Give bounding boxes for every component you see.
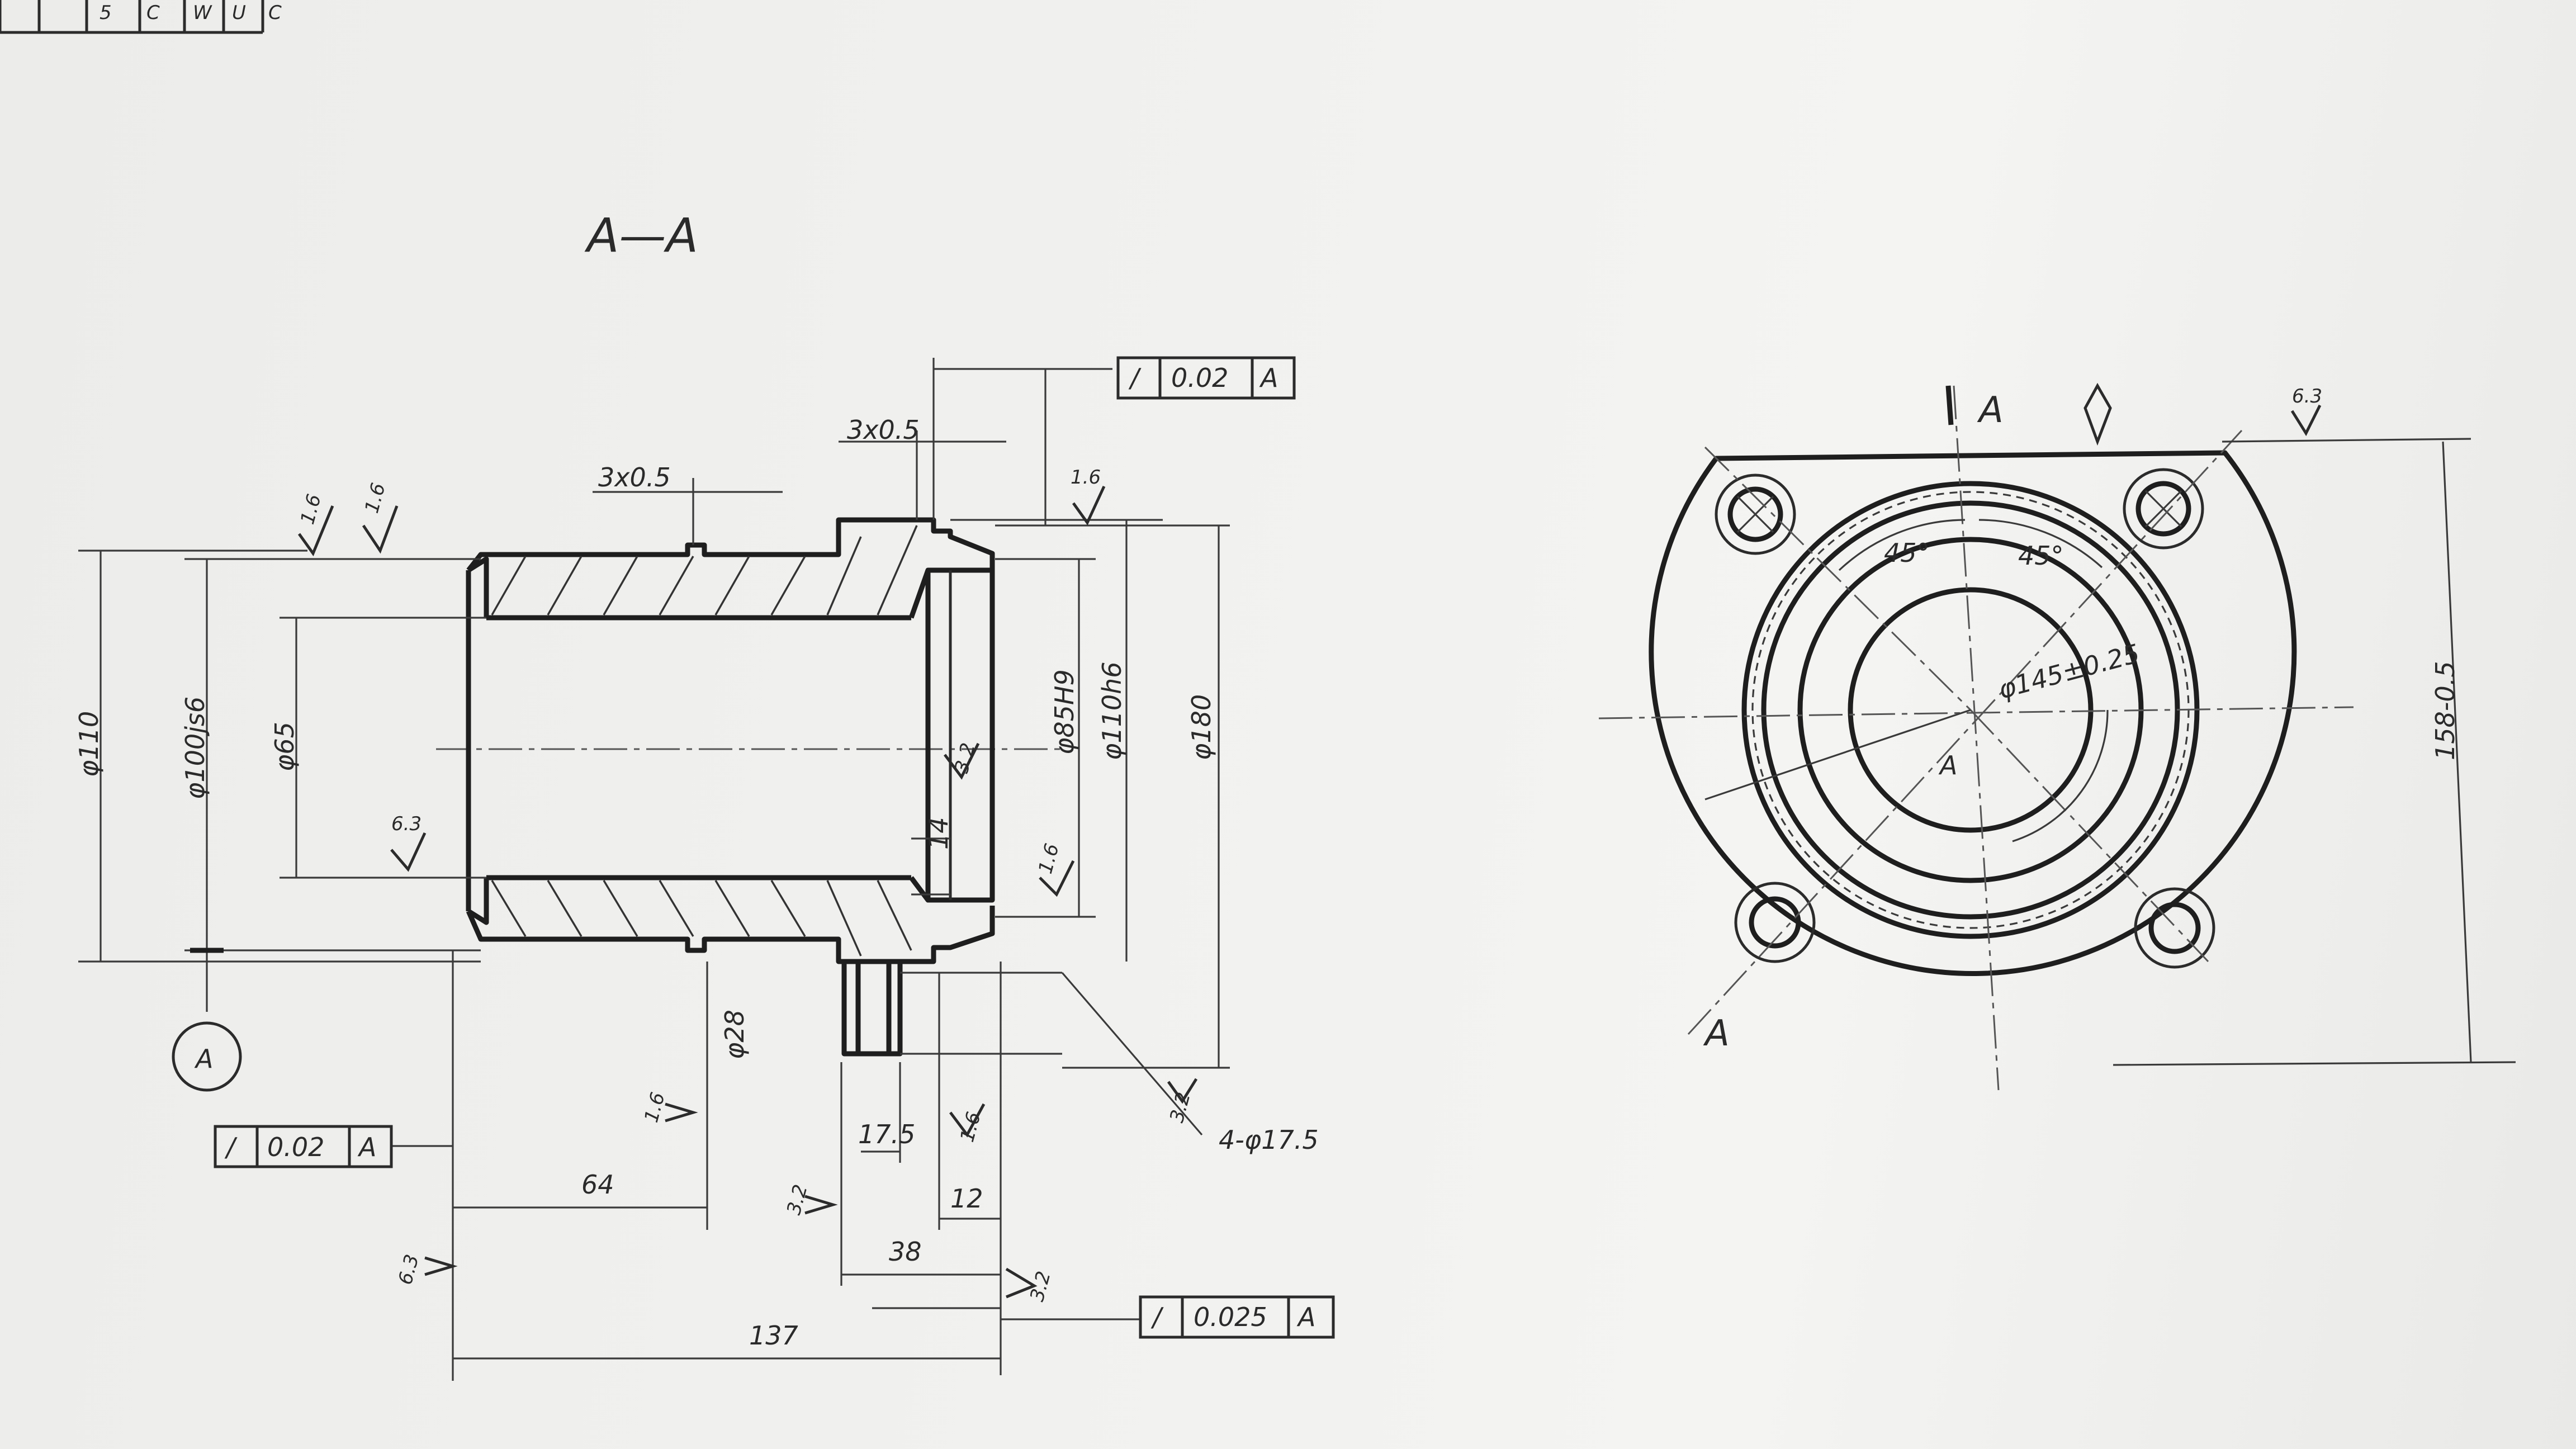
- svg-text:/: /: [1128, 363, 1142, 393]
- corner-cell-2: C: [146, 2, 160, 24]
- svg-text:A: A: [1296, 1302, 1315, 1332]
- diag-line-br: [1969, 709, 2209, 963]
- datum-label: A: [194, 1044, 213, 1074]
- diamond-symbol: [2083, 382, 2112, 446]
- roughness-6: 3.2: [950, 741, 980, 776]
- dim-137: 137: [749, 1320, 798, 1351]
- dim-14: 14: [924, 817, 954, 850]
- hatch-top: [491, 525, 918, 615]
- svg-text:A: A: [357, 1132, 376, 1162]
- counterbore: [908, 567, 995, 903]
- bolt-hole-br: [2134, 887, 2215, 969]
- roughness-11: 6.3: [394, 1252, 424, 1287]
- section-mark-top: A: [1977, 390, 2004, 431]
- roughness-end: [2290, 404, 2322, 437]
- dim-64: 64: [581, 1169, 614, 1200]
- angle-arc-left: [1838, 519, 1966, 571]
- dim-d110h6: φ110h6: [1097, 661, 1127, 760]
- section-label: A—A: [584, 208, 698, 263]
- pcd-leader: [1704, 709, 1971, 801]
- section-line-a: [1687, 429, 2243, 1035]
- hatch-bottom: [491, 880, 912, 956]
- corner-title-table: 5 C W U C: [0, 0, 282, 34]
- roughness-5: 1.6: [1034, 841, 1064, 877]
- roughness-symbols: 1.6 1.6 1.6 6.3 1.6 3.2 1.6 3.2 1.6 3.2 …: [296, 466, 1198, 1304]
- roughness-3: 1.6: [1071, 466, 1101, 489]
- svg-text:0.02: 0.02: [1171, 363, 1228, 393]
- dim-d65: φ65: [269, 722, 300, 771]
- pcd-arc: [2012, 709, 2109, 842]
- angle-right: 45°: [2018, 541, 2064, 571]
- bolt-hole-bl: [1734, 882, 1816, 963]
- bore-circle: [1848, 587, 2094, 833]
- roughness-10: 3.2: [1026, 1269, 1055, 1304]
- tolerance-frame-bottom: / 0.025 A: [1139, 1295, 1335, 1339]
- bolt-hole-tl: [1715, 473, 1796, 555]
- corner-cell-3: W: [193, 2, 212, 24]
- roughness-4: 6.3: [391, 813, 422, 835]
- top-wall-outline: [466, 517, 995, 584]
- section-mark-bottom: A: [1703, 1013, 1730, 1054]
- dim-d110: φ110: [74, 711, 104, 777]
- angle-arc-right: [1978, 519, 2103, 569]
- bolt-holes: [1715, 468, 2215, 969]
- dim-groove-left: 3x0.5: [598, 462, 671, 493]
- height-dim: 158-0.5: [2430, 661, 2460, 760]
- dim-d28: φ28: [719, 1010, 750, 1059]
- datum-circle: [172, 1021, 242, 1092]
- pcd-label: φ145±0.25: [1995, 638, 2143, 704]
- roughness-1: 1.6: [296, 492, 326, 527]
- h-centerline: [1598, 706, 2354, 719]
- roughness-2: 1.6: [361, 481, 390, 516]
- section-cut-mark: [1945, 385, 1954, 425]
- dim-17-5: 17.5: [858, 1119, 915, 1149]
- height-ext-bottom: [2113, 1061, 2516, 1066]
- svg-text:0.025: 0.025: [1194, 1302, 1267, 1332]
- angle-left: 45°: [1884, 538, 1930, 568]
- v-centerline: [1953, 385, 2000, 1091]
- height-dim-line: [2442, 441, 2472, 1063]
- dim-d180: φ180: [1186, 694, 1216, 760]
- bottom-wall-outline: [466, 906, 995, 964]
- svg-text:A: A: [1259, 363, 1278, 393]
- section-view: A / 0.02 A / 0.02 A / 0.025 A φ110: [74, 356, 1335, 1381]
- dim-holes: 4-φ17.5: [1219, 1125, 1319, 1155]
- dim-d100js6: φ100js6: [180, 697, 210, 799]
- svg-text:0.02: 0.02: [267, 1132, 324, 1162]
- bolt-hole: [841, 962, 903, 1057]
- dim-12: 12: [950, 1183, 983, 1214]
- roughness-12: 3.2: [1166, 1090, 1195, 1125]
- inner-chamfers: [467, 556, 489, 925]
- tolerance-frame-left: / 0.02 A: [214, 1125, 393, 1168]
- dim-38: 38: [889, 1237, 922, 1267]
- dim-d85h9: φ85H9: [1049, 669, 1079, 755]
- dimension-lines: [78, 358, 1230, 1381]
- roughness-end-label: 6.3: [2292, 385, 2322, 408]
- roughness-9: 1.6: [956, 1110, 986, 1145]
- bolt-hole-tr: [2123, 468, 2204, 550]
- height-ext-top: [2222, 438, 2471, 443]
- svg-text:/: /: [224, 1132, 238, 1162]
- corner-cell-1: 5: [100, 2, 112, 24]
- corner-cell-4: U: [232, 2, 246, 24]
- end-view: 45° 45° φ145±0.25 A A A 158-0.5 6.3: [1598, 382, 2516, 1091]
- bolt-hole-leader: [900, 972, 1203, 1136]
- tolerance-frame-top: / 0.02 A: [1116, 356, 1296, 400]
- dim-groove-top: 3x0.5: [847, 415, 920, 445]
- svg-text:/: /: [1150, 1302, 1164, 1332]
- corner-cell-5: C: [268, 2, 282, 24]
- diag-line-tl: [1704, 446, 1972, 711]
- flange-outline: [1649, 450, 2297, 976]
- center-label: A: [1938, 750, 1957, 780]
